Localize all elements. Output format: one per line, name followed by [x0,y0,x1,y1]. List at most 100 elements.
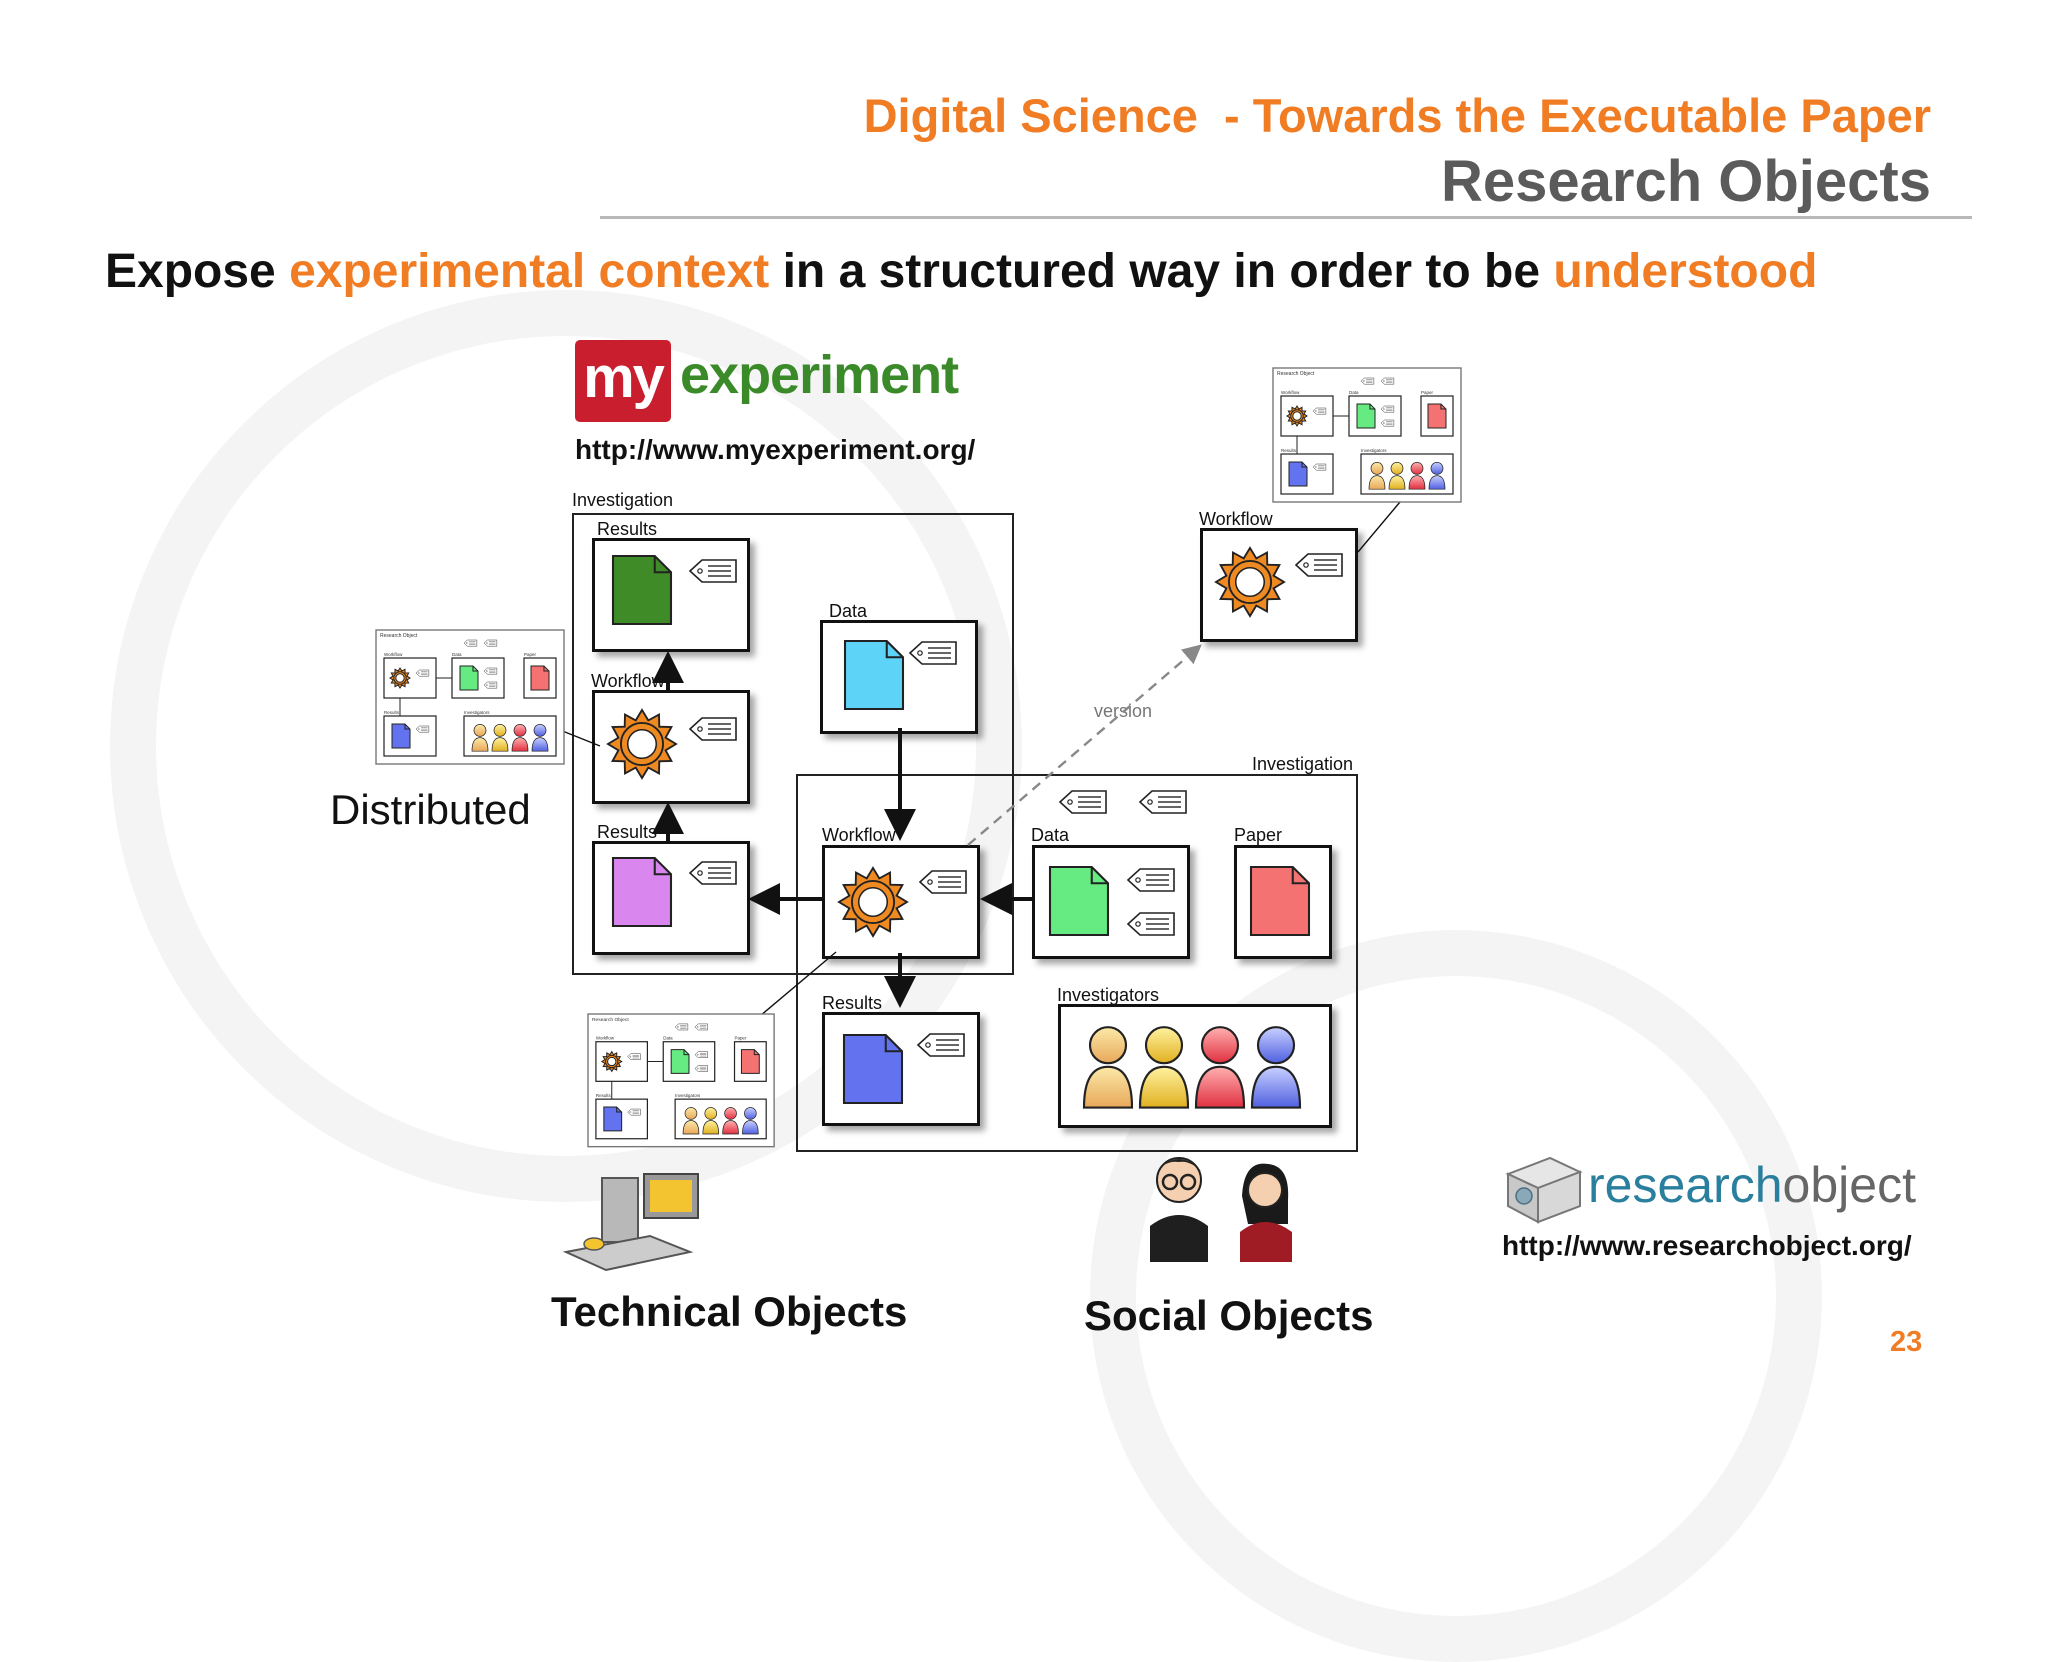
researchobject-url[interactable]: http://www.researchobject.org/ [1502,1230,1912,1261]
mini-sun-icon [389,667,411,689]
tag-hole [486,642,488,644]
headline-highlight: experimental context [289,245,770,298]
researchobject-logo-text: researchobject [1588,1156,1916,1214]
data-label: Data [829,601,868,621]
document-fold [753,1049,760,1056]
investigators-label: Investigators [1057,985,1160,1005]
document-icon-red [1249,865,1311,937]
person-body [702,1120,720,1135]
tag-hole [629,1055,632,1058]
workflow-label: Workflow [591,671,665,691]
paper-label: Paper [1234,825,1283,845]
person-body [1082,1065,1134,1109]
document-fold [884,1035,902,1053]
investigator-icon [1138,1026,1190,1109]
tag-hole [1147,799,1153,805]
mini-document-icon [1288,461,1308,487]
cube-right [1537,1170,1581,1224]
person-body [511,737,529,752]
tag-hole [697,870,703,876]
mini-document-icon [740,1049,760,1074]
mini-person-icon [682,1107,700,1135]
sun-workflow-icon [606,708,678,780]
connector-line [1357,501,1401,553]
tag-hole [696,1053,699,1056]
mini-document-icon [391,723,411,749]
mini-person-icon [742,1107,759,1135]
tag-hole [486,684,488,686]
researchobject-logo-part: research [1588,1157,1783,1213]
version-arrow [967,644,1202,846]
sun-center [1234,566,1266,598]
investigation-label: Investigation [572,490,674,510]
tag-hole [1135,921,1141,927]
investigator-icon [1250,1026,1302,1109]
mini-box-label: Workflow [384,652,403,657]
page-number: 23 [1890,1326,1923,1358]
mini-box-label: Data [663,1036,673,1041]
person-head [1410,462,1424,475]
headline: Expose experimental context in a structu… [105,244,1817,299]
document-fold [404,724,410,730]
sun-center [395,673,405,683]
tag-hole [1315,466,1317,468]
tag-hole [696,1067,699,1070]
connector-line [559,729,601,747]
person-head [513,724,527,737]
mini-ro-title: Research Object [592,1017,629,1023]
person-head [744,1107,757,1120]
investigation-frame-bottom [796,774,1358,1152]
scientist-woman-icon [1240,1163,1292,1262]
sun-center [607,1056,617,1067]
tag-hole [917,650,923,656]
tag-hole [696,1026,699,1028]
slide: Digital Science - Towards the Executable… [105,89,1972,1662]
person-body [1368,475,1386,490]
man-glasses [1179,1173,1197,1191]
mini-box-label: Investigators [1361,448,1387,453]
data-label: Data [1031,825,1070,845]
person-head [473,724,487,737]
person-head [1200,1026,1240,1065]
mini-box [523,657,557,699]
cube-emblem [1515,1187,1533,1205]
results-label: Results [597,822,658,842]
person-body [1194,1065,1246,1109]
myexperiment-url[interactable]: http://www.myexperiment.org/ [575,434,976,465]
document-icon-cyan [843,639,905,711]
tag-hole [466,642,468,644]
researchobject-logo-part: object [1782,1157,1916,1213]
headline-highlight: understood [1553,245,1818,298]
mini-box-label: Paper [735,1036,747,1041]
document-icon-lightgreen [1048,865,1110,937]
person-body [722,1120,739,1135]
myexperiment-logo-text: experiment [680,345,959,405]
tag-hole [1067,799,1073,805]
person-body [682,1120,700,1135]
social-objects-label: Social Objects [1084,1292,1374,1339]
mini-box-label: Results [384,710,400,715]
document-fold [653,858,671,876]
investigator-icon [1082,1026,1134,1109]
person-head [704,1107,718,1120]
tag-hole [1383,408,1385,410]
tag-hole [697,568,703,574]
sun-center [857,886,889,918]
computer-screen [650,1180,692,1212]
document-fold [543,666,549,672]
person-body [1408,475,1426,490]
myexperiment-logo-badge: my [575,340,671,422]
person-head [1370,462,1384,475]
person-body [1388,475,1406,490]
mini-document-icon [1356,403,1376,429]
mini-document-icon [1427,403,1447,429]
person-body [531,737,549,752]
mini-box-label: Results [596,1093,612,1098]
mini-person-icon [1428,462,1446,490]
investigator-icon [1194,1026,1246,1109]
tag-hole [1383,422,1385,424]
man-body [1150,1215,1208,1262]
tag-hole [629,1111,632,1113]
tag-hole [1135,877,1141,883]
